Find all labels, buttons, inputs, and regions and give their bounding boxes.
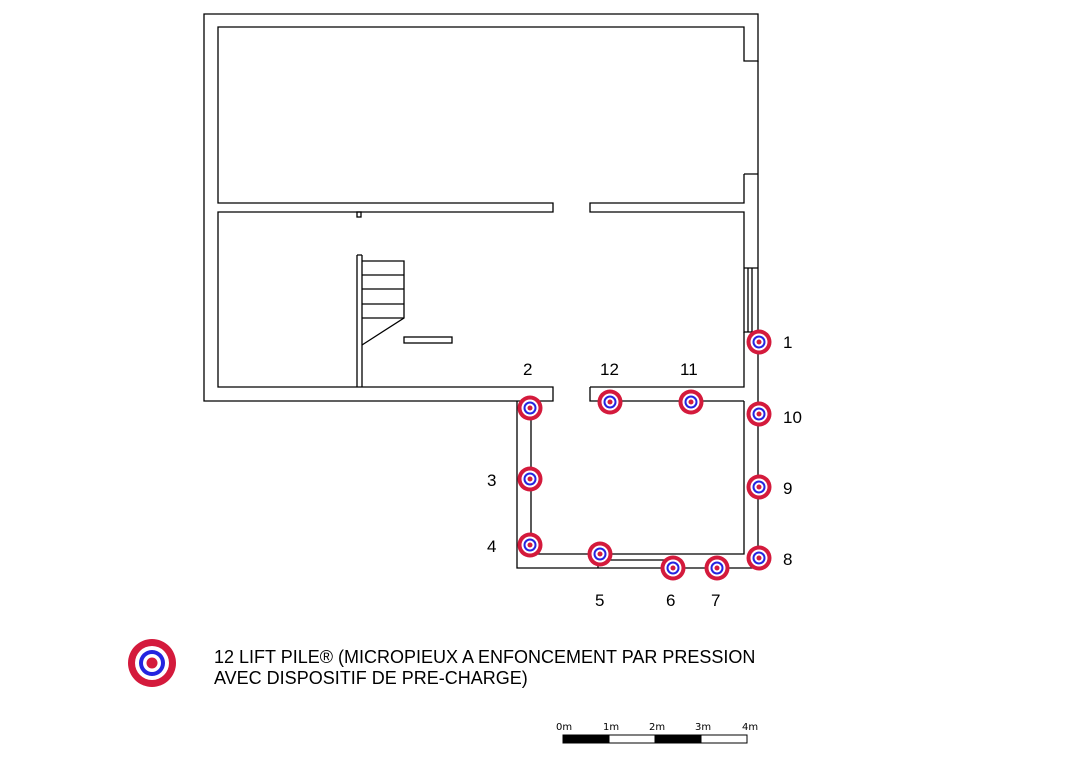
scale-label-2: 2m [649,722,665,733]
radiator [403,336,453,344]
pile-marker-9 [746,474,772,500]
scale-bar: 0m 1m 2m 3m 4m [556,722,758,744]
pile-marker-10 [746,401,772,427]
scale-label-3: 3m [695,722,711,733]
extension-wall [516,332,759,569]
post [356,211,362,218]
pile-label-4: 4 [487,537,496,556]
scale-label-0: 0m [556,722,572,733]
building-walls [203,13,759,569]
pile-label-7: 7 [711,591,720,610]
pile-marker-6 [660,555,686,581]
pile-marker-7 [704,555,730,581]
pile-label-12: 12 [600,360,619,379]
right-wall [589,61,759,333]
pile-label-3: 3 [487,471,496,490]
legend-line-2: AVEC DISPOSITIF DE PRE-CHARGE) [214,668,528,688]
window [744,267,758,332]
pile-label-6: 6 [666,591,675,610]
pile-marker-8 [746,545,772,571]
staircase [356,254,405,387]
piles-layer [517,329,772,581]
legend: 12 LIFT PILE® (MICROPIEUX A ENFONCEMENT … [128,639,755,688]
pile-marker-12 [597,389,623,415]
pile-label-1: 1 [783,333,792,352]
scale-label-4: 4m [742,722,758,733]
pile-label-2: 2 [523,360,532,379]
legend-line-1: 12 LIFT PILE® (MICROPIEUX A ENFONCEMENT … [214,647,755,667]
pile-marker-5 [587,541,613,567]
pile-label-11: 11 [680,360,698,379]
pile-marker-3 [517,466,543,492]
pile-marker-2 [517,395,543,421]
pile-marker-1 [746,329,772,355]
pile-label-8: 8 [783,550,792,569]
pile-marker-4 [517,532,543,558]
outer-wall [203,13,759,402]
pile-marker-11 [678,389,704,415]
pile-label-9: 9 [783,479,792,498]
scale-label-1: 1m [603,722,619,733]
pile-target-icon [128,639,176,687]
pile-label-5: 5 [595,591,604,610]
pile-label-10: 10 [783,408,802,427]
